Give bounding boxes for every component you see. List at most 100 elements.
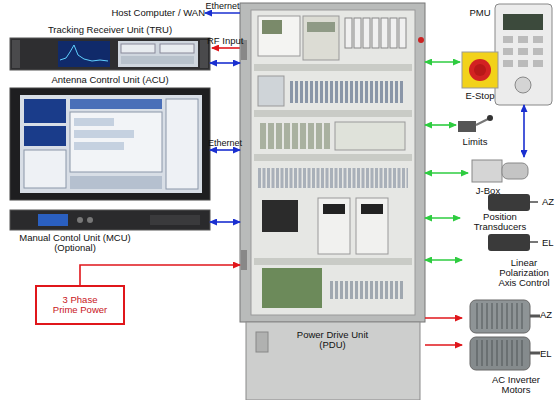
- connector-arrow: [210, 149, 240, 151]
- pdu-cabinet: [256, 332, 268, 352]
- acu-rack: [70, 99, 162, 109]
- pdu-cabinet: [372, 18, 379, 48]
- pdu-cabinet: [318, 198, 350, 254]
- manual-control-unit: Manual Contol Unit (MCU) (Optional): [10, 210, 210, 230]
- node-label: Antenna Control Unit (ACU): [10, 75, 210, 85]
- pdu-cabinet: [307, 22, 335, 32]
- transducer-motor: [530, 201, 538, 203]
- node-label: Tracking Receiver Unit (TRU): [10, 25, 210, 35]
- pmu-pendant: [533, 60, 543, 67]
- pdu-cabinet: [399, 18, 406, 48]
- limit-switch: [458, 115, 493, 132]
- pmu-pendant: [495, 4, 552, 105]
- tru-rack: [58, 41, 110, 67]
- acu-rack: [74, 142, 124, 150]
- acu-rack: [70, 176, 162, 189]
- mcu-rack: [10, 210, 210, 230]
- acu-rack: [20, 95, 202, 193]
- connector-arrow: [425, 124, 456, 126]
- tru-rack: [121, 56, 194, 64]
- junction-box: [472, 160, 528, 182]
- ac-motor: [530, 315, 540, 318]
- pdu-cabinet: [258, 16, 300, 56]
- connector-arrow: [425, 344, 462, 346]
- tru-rack: [118, 41, 198, 67]
- limit-switch: [487, 115, 493, 121]
- pmu-pendant: [518, 36, 528, 43]
- node-label: E-Stop: [455, 91, 505, 101]
- pmu-pendant: [503, 48, 513, 55]
- pdu-cabinet: [335, 122, 405, 150]
- motor-node: AC Inverter Motors: [462, 300, 552, 398]
- pdu-cabinet: [240, 3, 425, 322]
- acu-rack: [10, 88, 210, 200]
- connector-arrow: [425, 172, 468, 174]
- acu-rack: [74, 130, 134, 138]
- pmu-pendant: [533, 48, 543, 55]
- acu-rack: [10, 88, 210, 200]
- acu-rack: [70, 112, 162, 172]
- acu-rack: [24, 99, 66, 123]
- connector-arrow: [523, 105, 525, 157]
- e-stop-switch: [469, 59, 491, 81]
- pdu-cabinet: [260, 123, 330, 149]
- e-stop-node: E-Stop: [460, 52, 500, 88]
- junction-box: [472, 160, 502, 182]
- mcu-rack: [150, 215, 200, 225]
- connector-arrow: [425, 259, 462, 261]
- connector-arrow: [425, 217, 460, 219]
- pdu-cabinet: [303, 16, 339, 60]
- connector-arrow: [210, 62, 240, 64]
- pmu-pendant: [503, 60, 513, 67]
- node-label: J-Box: [468, 186, 508, 196]
- node-label: Linear Polarization Axis Control: [494, 258, 554, 288]
- mcu-rack: [38, 214, 68, 226]
- pmu-pendant: [503, 14, 543, 30]
- transducer-motor: [488, 234, 530, 251]
- pdu-cabinet: [354, 18, 361, 48]
- acu-rack: [24, 126, 66, 146]
- pdu-cabinet: [254, 258, 412, 265]
- pdu-cabinet: [262, 200, 298, 232]
- power-source-box: 3 Phase Prime Power: [35, 285, 125, 325]
- junction-box: [502, 163, 528, 179]
- pdu-cabinet: [381, 18, 388, 48]
- axis-name: AZ: [540, 310, 552, 320]
- mcu-rack: [87, 217, 93, 223]
- mcu-rack: [77, 217, 83, 223]
- tru-rack: [12, 40, 20, 68]
- pdu-cabinet: [262, 268, 322, 308]
- tru-rack: [160, 44, 194, 53]
- pdu-cabinet: [246, 322, 420, 400]
- signal-name: RF Input: [207, 36, 243, 46]
- axis-name: AZ: [542, 197, 554, 207]
- node-label: 3 Phase Prime Power: [51, 295, 109, 315]
- connector-arrow: [425, 61, 460, 63]
- connector-arrow: [80, 265, 240, 285]
- pmu-pendant: [515, 77, 531, 93]
- j-box-node: J-Box: [468, 157, 532, 185]
- e-stop-switch: [462, 52, 498, 88]
- ac-motor: [476, 303, 524, 329]
- axis-name: EL: [540, 349, 552, 359]
- pdu-cabinet: [254, 64, 412, 71]
- rf-input-arrow: [212, 47, 240, 49]
- ac-motor: [470, 337, 530, 370]
- pmu-pendant: [518, 60, 528, 67]
- ac-motor: [530, 352, 540, 355]
- pdu-cabinet: [361, 204, 383, 214]
- pmu-pendant: [503, 36, 513, 43]
- ac-motor: [476, 340, 524, 366]
- node-label: Position Transducers: [468, 212, 532, 232]
- pdu-cabinet: [363, 18, 370, 48]
- transducer-node: Position Transducers: [460, 192, 558, 252]
- e-stop-switch: [462, 52, 498, 88]
- pmu-pendant: [495, 4, 552, 105]
- tru-rack: [200, 40, 208, 68]
- tru-rack: [10, 38, 210, 70]
- pdu-cabinet: [258, 168, 408, 188]
- edge-label: Ethernet: [208, 138, 242, 148]
- tru-rack: [121, 44, 155, 53]
